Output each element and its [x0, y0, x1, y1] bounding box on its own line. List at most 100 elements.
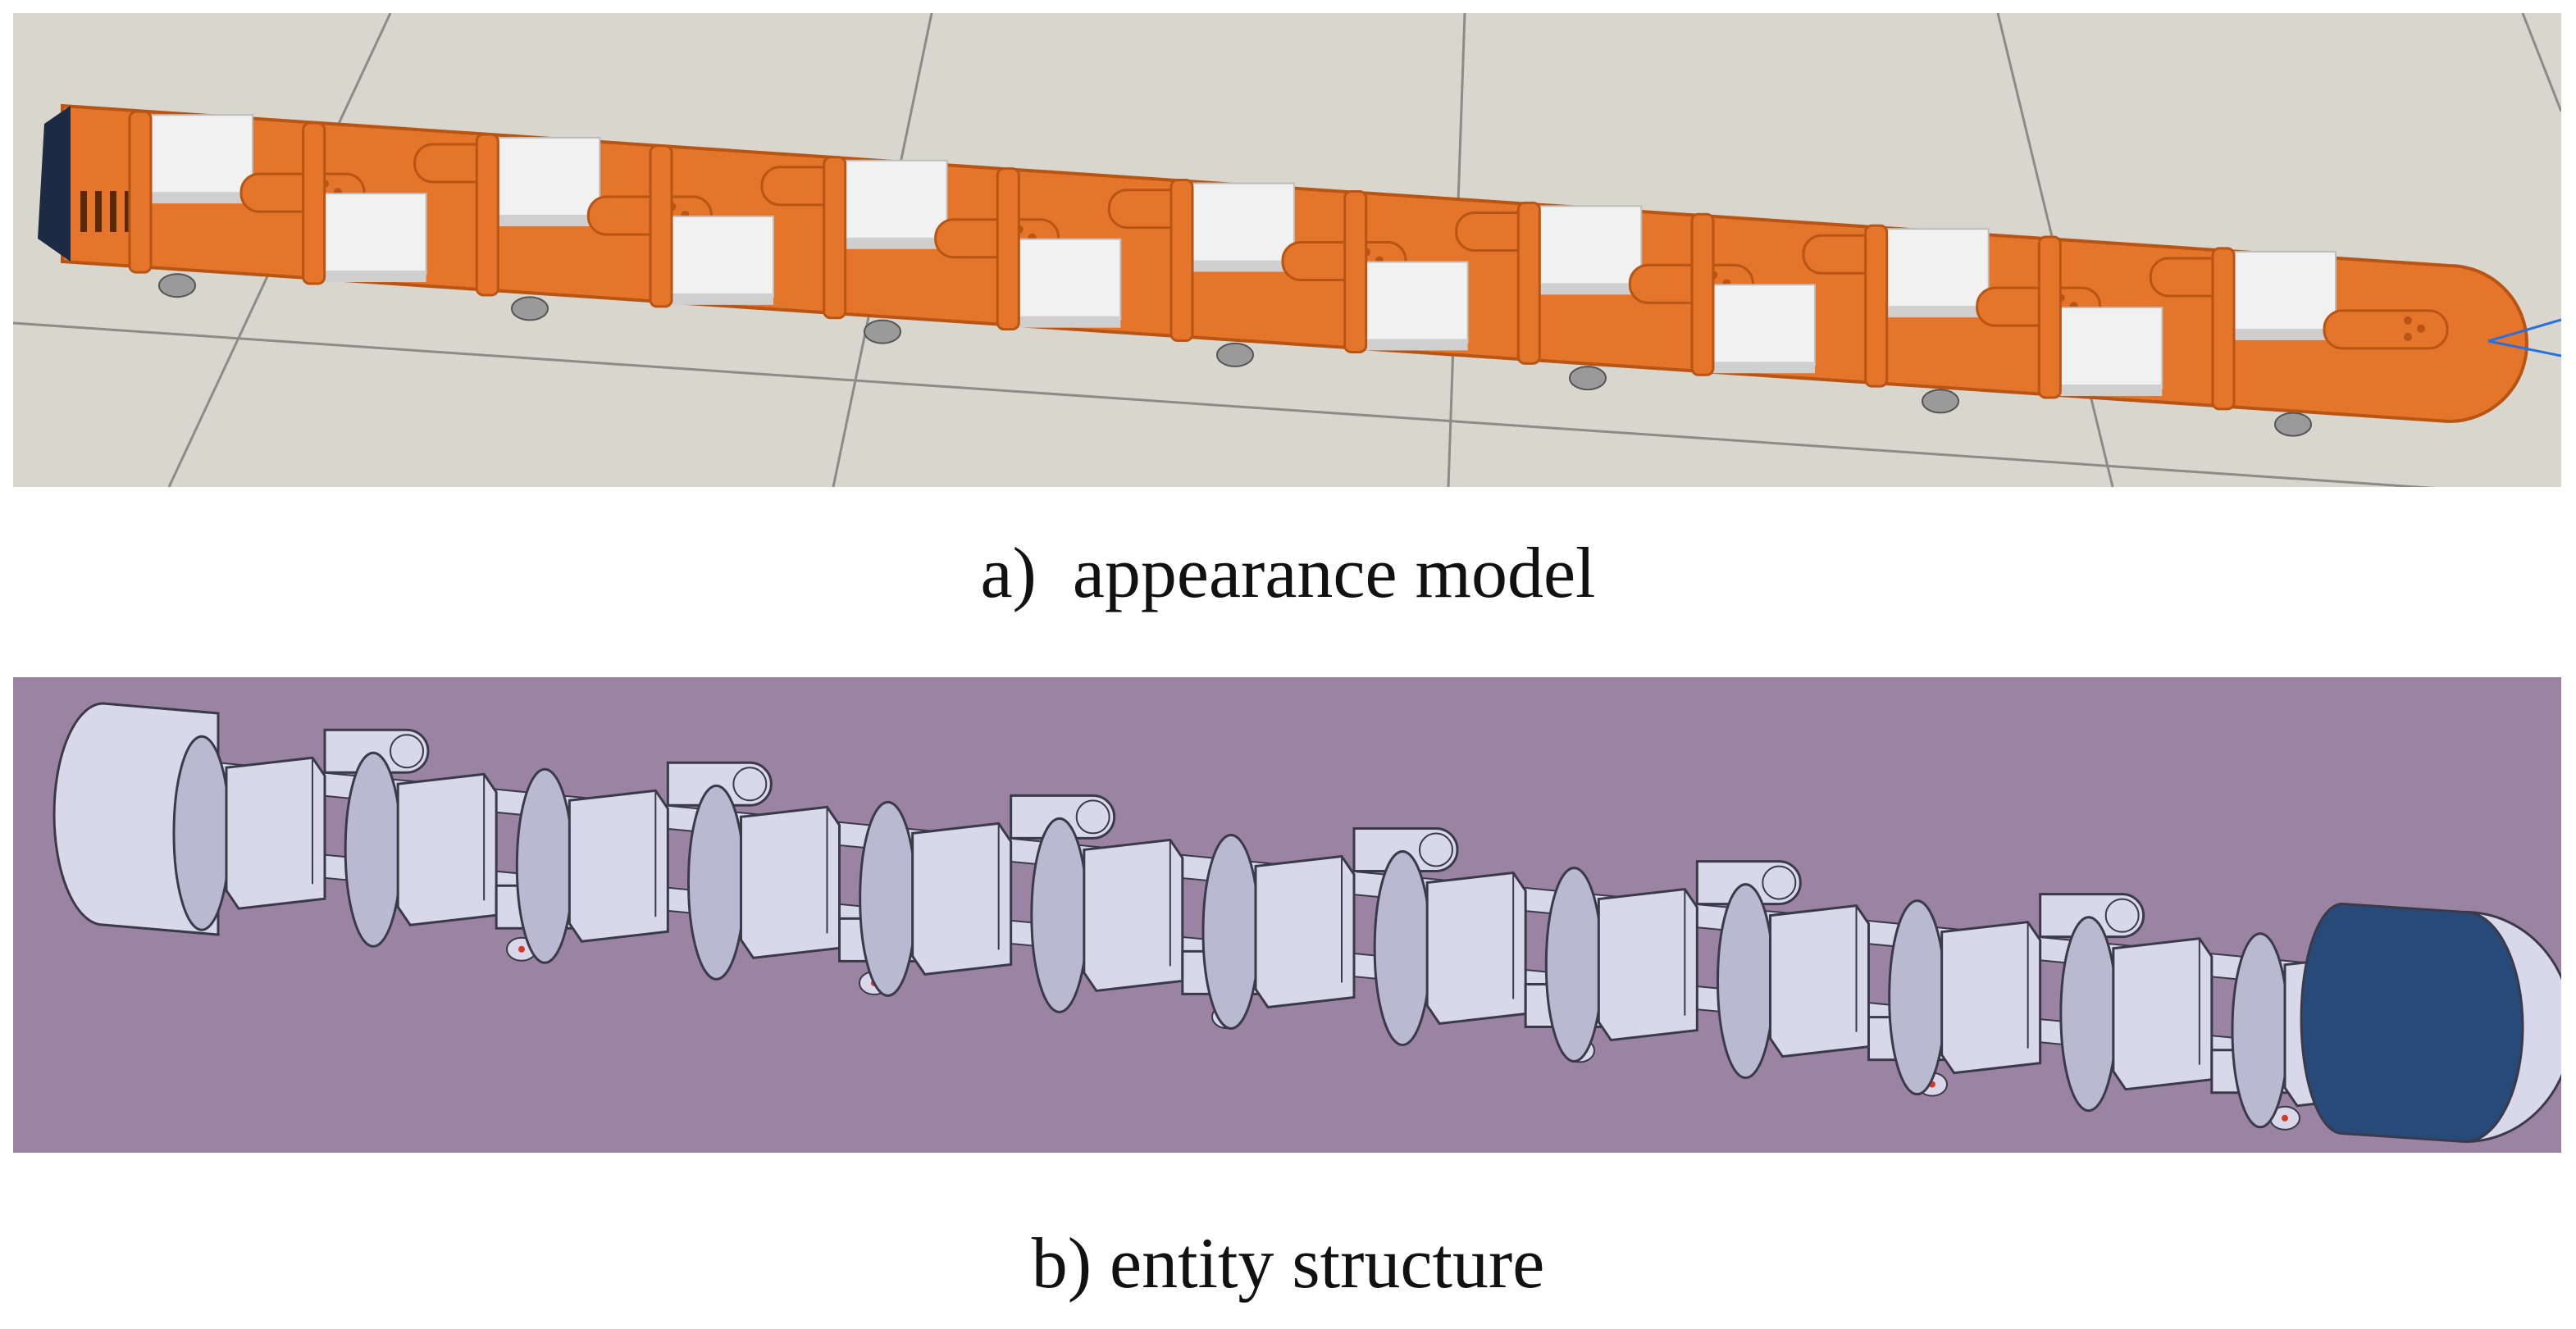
module-block	[1769, 904, 1870, 1058]
joint-link	[1352, 826, 1459, 872]
vent-slot	[110, 190, 116, 232]
joint-ring	[1373, 850, 1432, 1047]
entity-structure-render	[13, 677, 2561, 1153]
module-block	[1018, 238, 1122, 321]
module-block	[396, 772, 498, 926]
module-block	[671, 215, 774, 298]
module-block	[1712, 284, 1816, 366]
floor-grid-line	[2521, 13, 2561, 112]
wheel	[1922, 389, 1959, 414]
sensor-ray	[2487, 339, 2561, 357]
module-block	[2112, 937, 2214, 1091]
joint-pin	[1419, 832, 1453, 867]
module-block-shade	[498, 214, 600, 226]
joint-pin	[390, 734, 424, 769]
caption-entity-structure: b) entity structure	[1031, 1224, 1545, 1304]
module-block-shade	[1019, 316, 1121, 328]
joint-ring	[823, 156, 847, 320]
module-block-shade	[1366, 339, 1468, 351]
joint-link	[2323, 309, 2449, 350]
module-block-shade	[2234, 328, 2336, 340]
joint-ring	[1544, 867, 1603, 1063]
joint-ring	[1516, 201, 1541, 365]
joint-ring	[996, 167, 1020, 331]
module-block	[225, 756, 326, 910]
joint-ring	[1169, 179, 1194, 343]
joint-pin	[732, 767, 768, 802]
joint-link	[2039, 893, 2145, 939]
module-block-shade	[151, 192, 253, 204]
module-block-shade	[1192, 260, 1294, 272]
module-block	[1083, 838, 1184, 993]
vent-slot	[125, 190, 131, 232]
joint-link	[323, 728, 430, 774]
snake-robot-appearance	[38, 103, 2561, 437]
sensor-ray	[2487, 318, 2561, 343]
joint-pin	[2104, 898, 2140, 933]
module-block	[1940, 921, 2042, 1075]
joint-ring	[1201, 833, 1261, 1030]
wheel	[864, 319, 901, 344]
bolt-hole	[2404, 332, 2412, 341]
module-block	[844, 159, 948, 242]
joint-ring	[1864, 224, 1889, 388]
joint-pin	[1075, 799, 1110, 835]
module-block	[1539, 205, 1643, 288]
bolt-hole	[2404, 316, 2412, 325]
module-block	[740, 805, 841, 959]
joint-ring	[1690, 212, 1715, 376]
tail-dome	[2464, 911, 2561, 1143]
module-block	[2059, 307, 2163, 389]
joint-ring	[687, 784, 745, 981]
joint-ring	[344, 751, 403, 948]
joint-ring	[1030, 817, 1089, 1013]
joint-ring	[1717, 883, 1775, 1080]
joint-ring	[859, 800, 918, 997]
module-block	[323, 193, 427, 275]
joint-ring	[1343, 189, 1368, 353]
joint-link	[1695, 860, 1802, 906]
wheel	[1216, 342, 1254, 367]
bolt-hole	[2417, 324, 2425, 333]
module-block	[2233, 250, 2337, 333]
joint-ring	[2211, 247, 2236, 411]
module-block-shade	[2060, 385, 2163, 397]
joint-pin	[1762, 865, 1797, 900]
entity-structure-panel	[13, 677, 2561, 1153]
wheel	[511, 296, 549, 321]
wheel	[1569, 366, 1607, 391]
module-block-shade	[1539, 283, 1642, 295]
module-block	[1192, 182, 1295, 265]
module-block	[1597, 887, 1698, 1042]
wheel-marker	[2282, 1114, 2288, 1122]
joint-ring	[2059, 916, 2118, 1113]
module-block	[1425, 871, 1527, 1026]
module-block-shade	[1713, 362, 1815, 374]
wheel	[2274, 412, 2312, 437]
module-block-shade	[1886, 306, 1989, 318]
joint-link	[666, 761, 773, 807]
appearance-model-panel	[13, 13, 2561, 487]
caption-appearance-model: a) appearance model	[980, 534, 1596, 613]
module-block	[568, 789, 669, 943]
module-block	[497, 136, 601, 219]
head-cap	[38, 106, 71, 262]
module-block	[150, 114, 253, 197]
module-block-shade	[324, 271, 426, 283]
joint-ring	[128, 110, 153, 274]
wheel	[158, 273, 196, 298]
joint-ring	[1888, 899, 1947, 1096]
module-block	[1885, 228, 1990, 311]
module-block-shade	[672, 293, 773, 305]
joint-ring	[2037, 235, 2062, 399]
tail-cap	[2300, 902, 2524, 1144]
vent-slot	[80, 190, 87, 232]
module-block	[1254, 854, 1356, 1009]
joint-ring	[302, 121, 326, 285]
module-block-shade	[845, 237, 947, 249]
joint-ring	[475, 133, 499, 297]
module-block	[1365, 261, 1469, 344]
module-block	[911, 822, 1013, 976]
wheel-marker	[518, 945, 525, 953]
joint-link	[1010, 794, 1116, 840]
